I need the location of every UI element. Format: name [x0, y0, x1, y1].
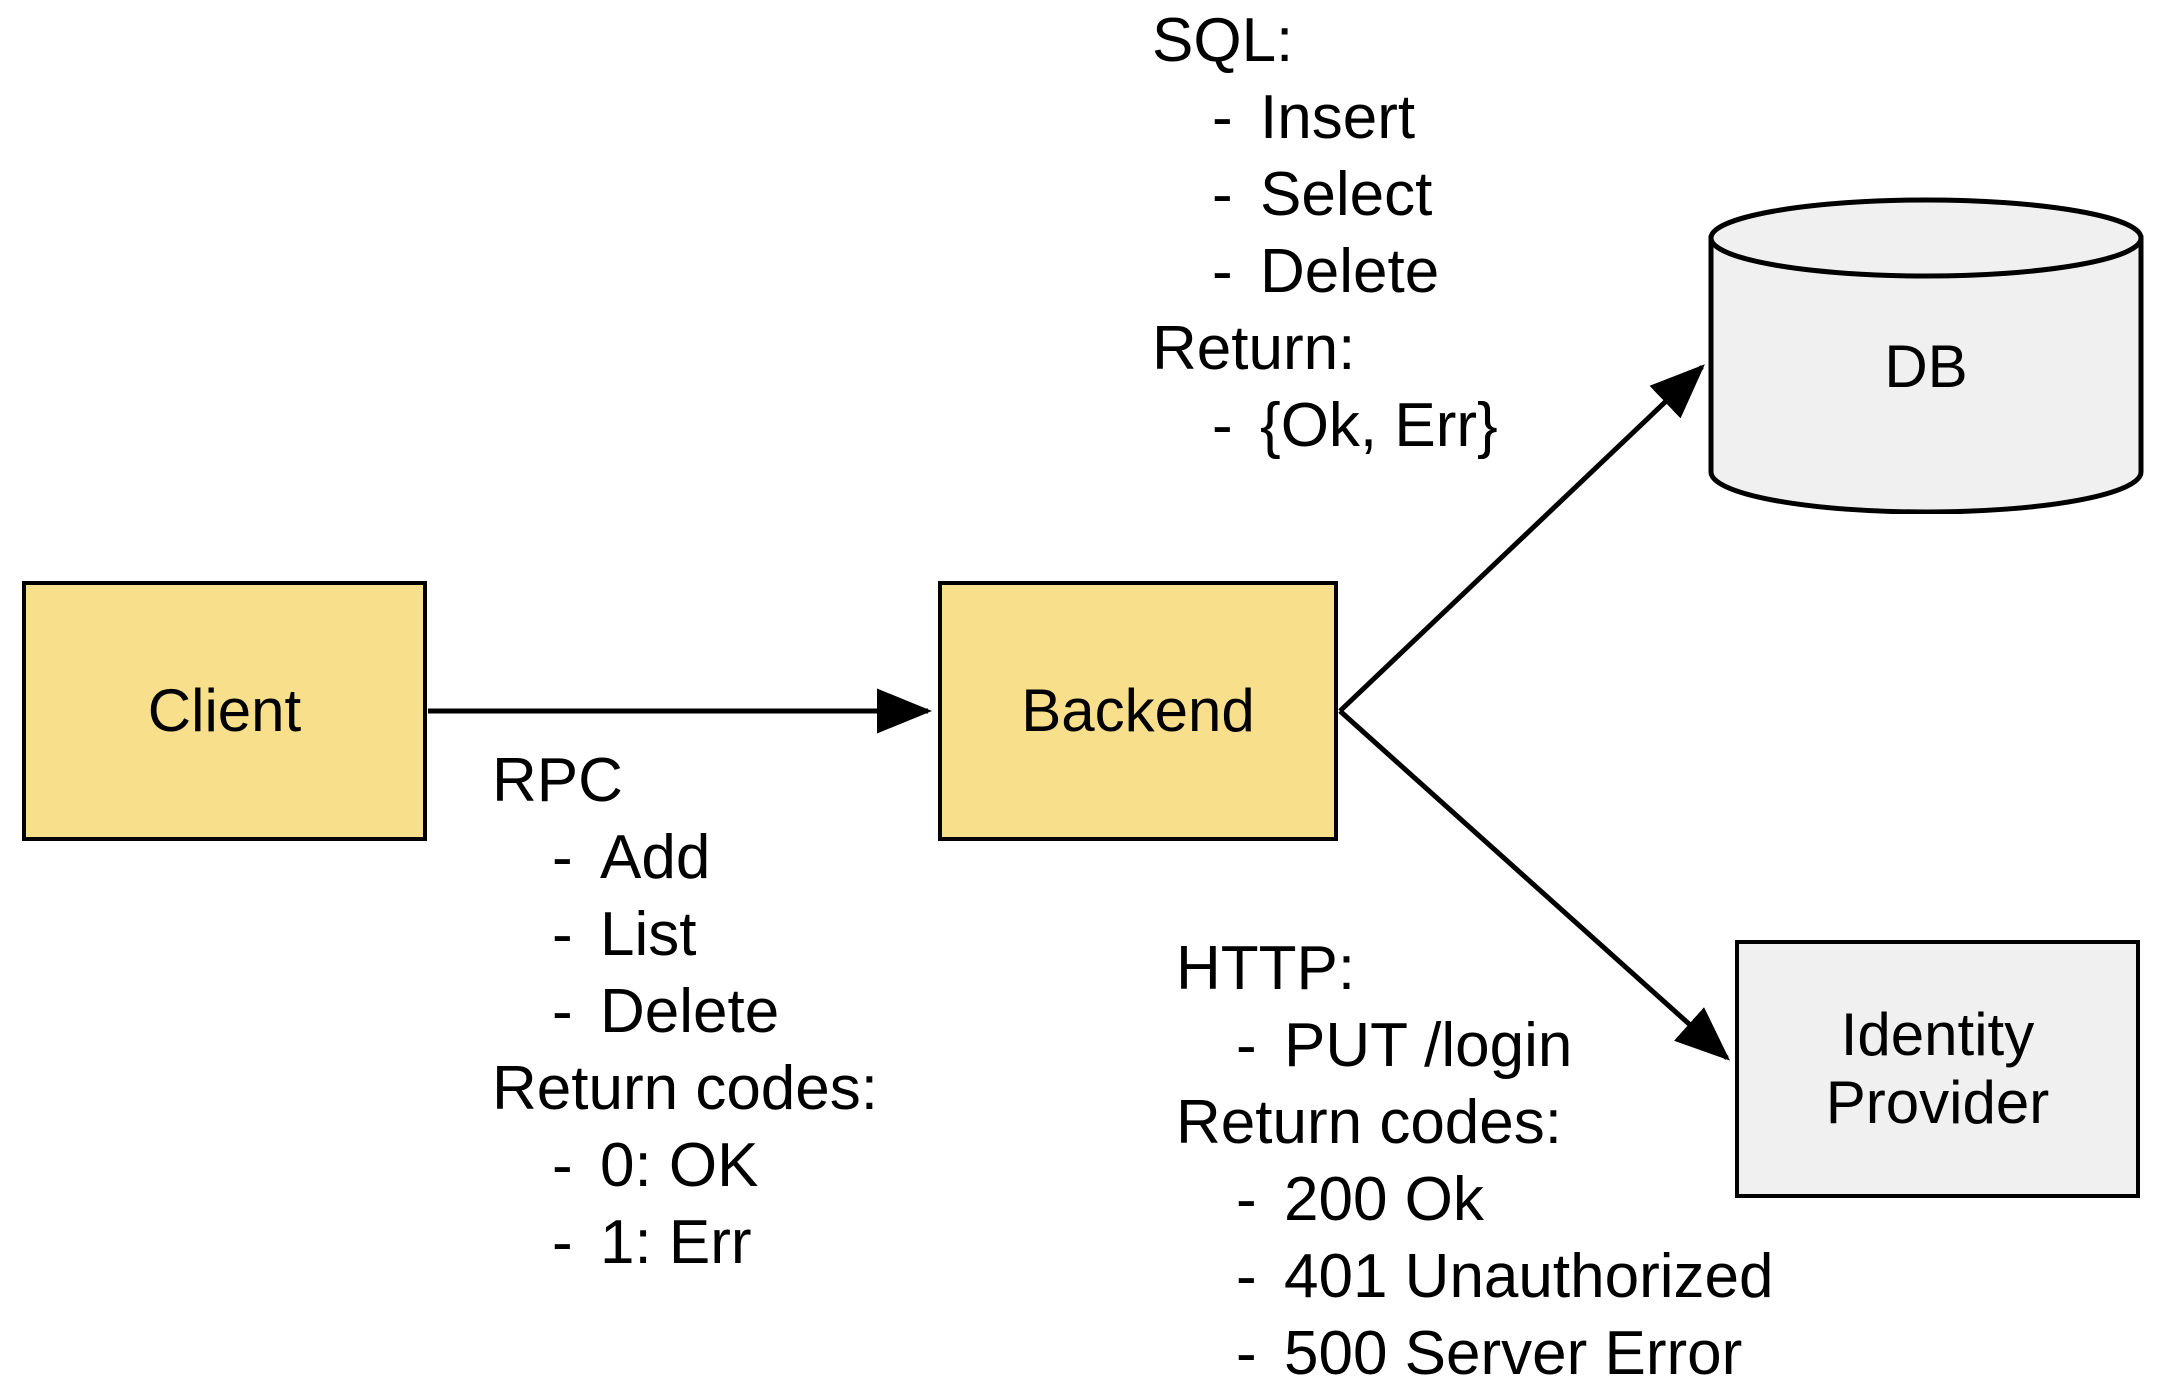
node-db-label: DB: [1884, 332, 1968, 400]
bullet-dash-icon: -: [1236, 1319, 1257, 1388]
annotation-bullet-item: -401 Unauthorized: [1176, 1238, 1773, 1315]
annotation-line-text: Return codes:: [1176, 1088, 1562, 1157]
bullet-dash-icon: -: [552, 1131, 573, 1200]
bullet-dash-icon: -: [552, 1208, 573, 1277]
annotation-heading: Return codes:: [1176, 1084, 1773, 1161]
annotation-bullet-item: -PUT /login: [1176, 1007, 1773, 1084]
bullet-dash-icon: -: [1212, 237, 1233, 306]
annotation-heading: SQL:: [1152, 2, 1498, 79]
annotation-line-text: HTTP:: [1176, 934, 1356, 1003]
bullet-dash-icon: -: [552, 900, 573, 969]
annotation-heading: Return codes:: [492, 1050, 878, 1127]
annotation-heading: HTTP:: [1176, 930, 1773, 1007]
bullet-dash-icon: -: [552, 823, 573, 892]
node-db-cylinder[interactable]: DB: [1706, 196, 2146, 514]
annotation-line-text: 1: Err: [600, 1208, 752, 1277]
bullet-dash-icon: -: [1212, 391, 1233, 460]
node-client[interactable]: Client: [22, 581, 427, 841]
annotation-heading: RPC: [492, 742, 878, 819]
bullet-dash-icon: -: [1212, 160, 1233, 229]
bullet-dash-icon: -: [1236, 1165, 1257, 1234]
annotation-bullet-item: -Delete: [1152, 233, 1498, 310]
annotation-bullet-item: -{Ok, Err}: [1152, 387, 1498, 464]
bullet-dash-icon: -: [1236, 1011, 1257, 1080]
annotation-bullet-item: -500 Server Error: [1176, 1315, 1773, 1392]
annotation-line-text: 500 Server Error: [1284, 1319, 1743, 1388]
node-client-label: Client: [147, 676, 302, 744]
annotation-line-text: 401 Unauthorized: [1284, 1242, 1774, 1311]
annotation-line-text: SQL:: [1152, 6, 1294, 75]
database-icon: [1708, 197, 2144, 514]
bullet-dash-icon: -: [552, 977, 573, 1046]
annotation-line-text: 0: OK: [600, 1131, 759, 1200]
node-identity-provider[interactable]: Identity Provider: [1735, 940, 2140, 1198]
annotation-line-text: PUT /login: [1284, 1011, 1573, 1080]
bullet-dash-icon: -: [1212, 83, 1233, 152]
annotation-bullet-item: -Add: [492, 819, 878, 896]
annotation-line-text: Return:: [1152, 314, 1356, 383]
annotation-bullet-item: -Select: [1152, 156, 1498, 233]
annotation-bullet-item: -200 Ok: [1176, 1161, 1773, 1238]
annotation-line-text: 200 Ok: [1284, 1165, 1484, 1234]
annotation-line-text: Insert: [1260, 83, 1416, 152]
bullet-dash-icon: -: [1236, 1242, 1257, 1311]
annotation-line-text: RPC: [492, 746, 623, 815]
annotation-bullet-item: -Insert: [1152, 79, 1498, 156]
annotation-heading: Return:: [1152, 310, 1498, 387]
annotation-bullet-item: -List: [492, 896, 878, 973]
annotation-line-text: {Ok, Err}: [1260, 391, 1498, 460]
annotation-line-text: Add: [600, 823, 711, 892]
annotation-line-text: Delete: [1260, 237, 1440, 306]
annotation-bullet-item: -0: OK: [492, 1127, 878, 1204]
annotation-line-text: Delete: [600, 977, 780, 1046]
annotation-bullet-item: -Delete: [492, 973, 878, 1050]
annotation-line-text: List: [600, 900, 697, 969]
annotation-line-text: Return codes:: [492, 1054, 878, 1123]
node-backend[interactable]: Backend: [938, 581, 1338, 841]
node-identity-provider-label: Identity Provider: [1825, 1000, 2050, 1136]
node-backend-label: Backend: [1021, 676, 1255, 744]
annotation-bullet-item: -1: Err: [492, 1204, 878, 1281]
annotation-line-text: Select: [1260, 160, 1433, 229]
